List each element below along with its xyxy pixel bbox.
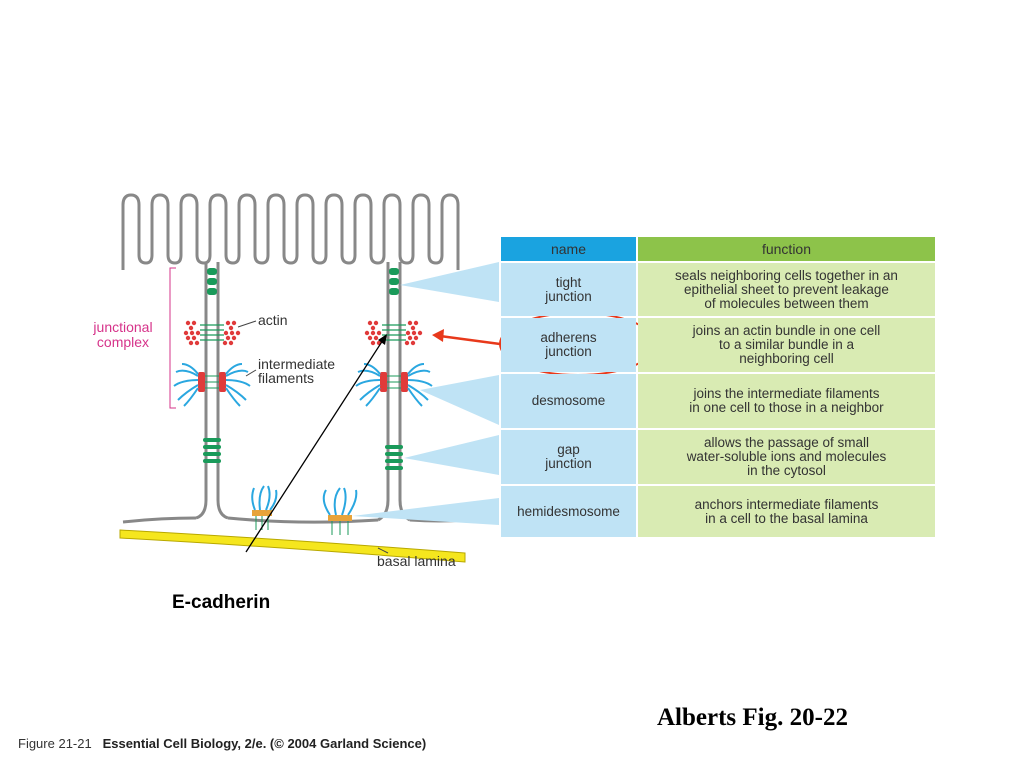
junctional-complex-bracket <box>169 267 176 409</box>
highlight-arrowhead <box>432 329 444 342</box>
basal-lamina-label: basal lamina <box>377 553 456 569</box>
table-header-row: name function <box>501 237 935 261</box>
basal-leader-line <box>377 547 389 554</box>
caption-figure-number: Figure 21-21 <box>18 736 92 751</box>
table-row: hemidesmosome anchors intermediate filam… <box>501 486 935 537</box>
gap-junction-left <box>203 438 221 463</box>
tight-junction-right <box>389 268 399 295</box>
e-cadherin-arrowhead <box>378 334 387 345</box>
cell-boundary-right <box>377 262 390 522</box>
table-row: gap junction allows the passage of small… <box>501 430 935 484</box>
actin-leader-line <box>237 320 257 328</box>
actin-bundle-left <box>183 320 241 346</box>
cell-boundary-left-2 <box>216 262 229 520</box>
table-row: tight junction seals neighboring cells t… <box>501 263 935 316</box>
basal-lamina <box>119 529 466 563</box>
row-name-hemidesmosome: hemidesmosome <box>501 486 636 537</box>
figure-caption: Figure 21-21 Essential Cell Biology, 2/e… <box>18 736 426 751</box>
desmosome-right <box>355 363 433 407</box>
hemidesmosome-left <box>251 485 278 530</box>
row-name-adherens-junction: adherens junction <box>501 318 636 372</box>
highlight-arrow <box>439 334 501 346</box>
e-cadherin-label: E-cadherin <box>172 592 271 613</box>
alberts-reference: Alberts Fig. 20-22 <box>657 704 848 731</box>
cell-boundary-left <box>195 262 208 520</box>
desmosome-left <box>173 363 251 407</box>
microvilli-membrane <box>121 193 460 270</box>
junction-table: name function tight junction seals neigh… <box>499 235 937 539</box>
row-function-hemidesmosome: anchors intermediate filaments in a cell… <box>638 486 935 537</box>
row-name-gap-junction: gap junction <box>501 430 636 484</box>
row-function-desmosome: joins the intermediate filaments in one … <box>638 374 935 428</box>
row-name-desmosome: desmosome <box>501 374 636 428</box>
adherens-linker-left <box>200 324 224 341</box>
row-function-gap-junction: allows the passage of small water-solubl… <box>638 430 935 484</box>
table-row: adherens junction joins an actin bundle … <box>501 318 935 372</box>
header-name: name <box>501 237 636 261</box>
e-cadherin-arrow <box>245 339 384 553</box>
callout-wedges <box>352 262 499 525</box>
intermediate-filaments-label: intermediate filaments <box>258 356 336 386</box>
tight-junction-left <box>207 268 217 295</box>
junctional-complex-label: junctional complex <box>93 319 153 350</box>
caption-source: Essential Cell Biology, 2/e. (© 2004 Gar… <box>102 736 427 751</box>
row-name-tight-junction: tight junction <box>501 263 636 316</box>
actin-bundle-right <box>364 320 423 346</box>
row-function-adherens-junction: joins an actin bundle in one cell to a s… <box>638 318 935 372</box>
hemidesmosome-right <box>322 487 358 535</box>
header-function: function <box>638 237 935 261</box>
row-function-tight-junction: seals neighboring cells together in an e… <box>638 263 935 316</box>
table-row: desmosome joins the intermediate filamen… <box>501 374 935 428</box>
actin-label: actin <box>258 312 288 328</box>
gap-junction-right <box>385 445 403 470</box>
filaments-leader-line <box>245 369 257 377</box>
